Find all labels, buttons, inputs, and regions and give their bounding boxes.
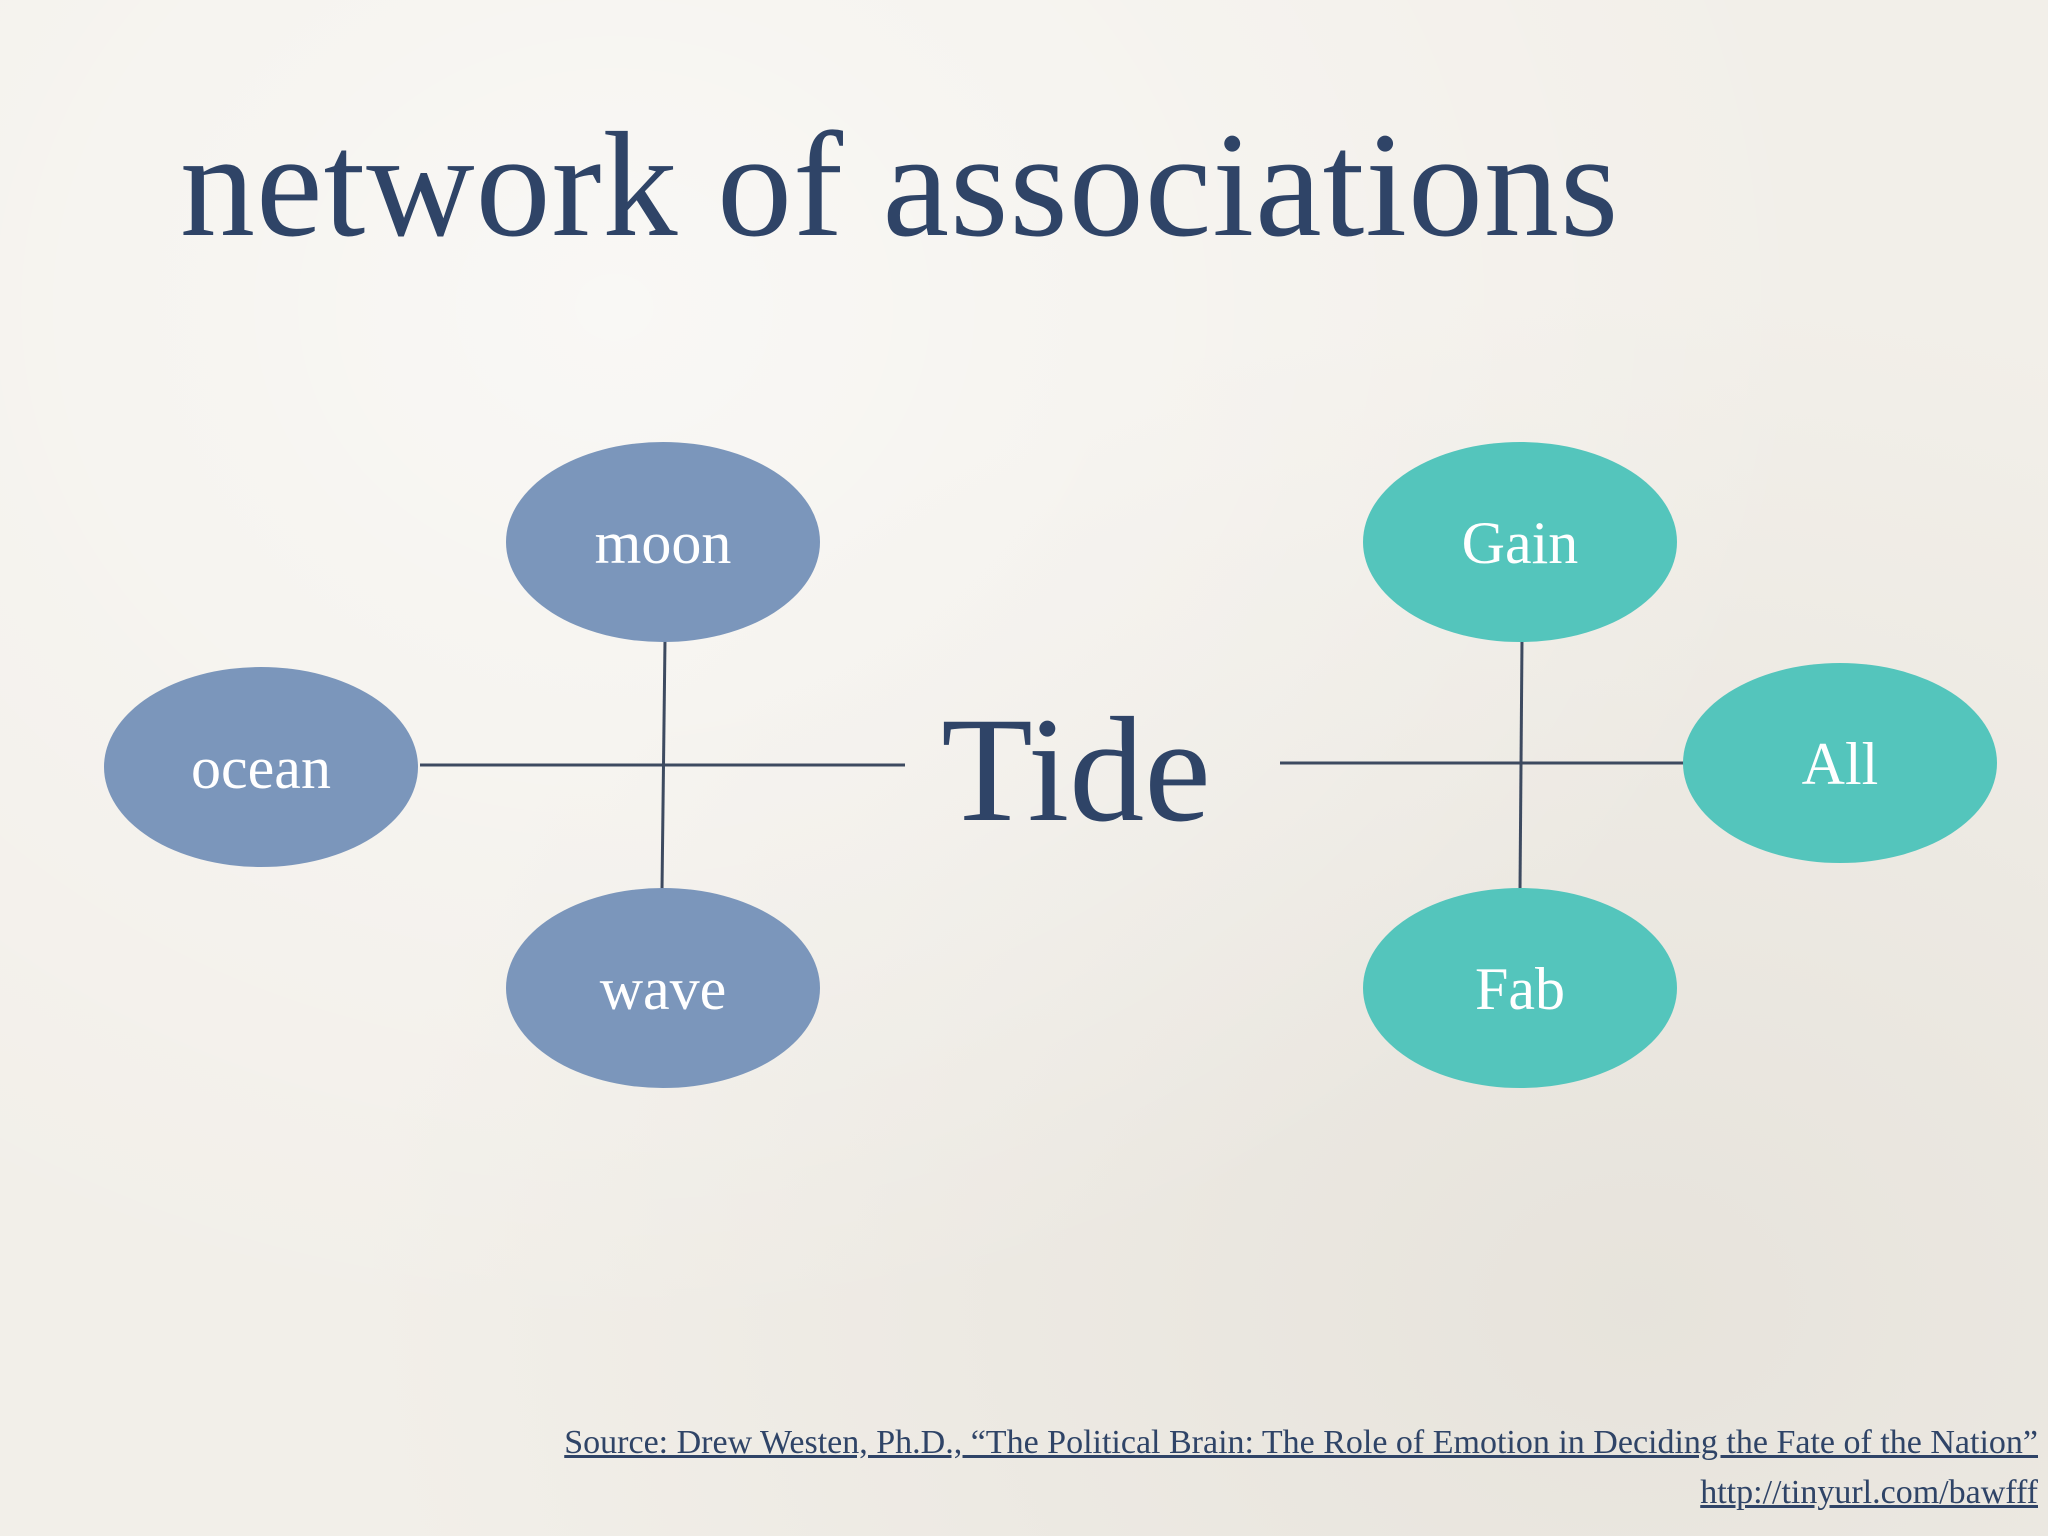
node-gain-label: Gain [1462,510,1579,576]
url-link[interactable]: http://tinyurl.com/bawfff [1700,1474,2038,1511]
node-ocean-label: ocean [191,735,331,801]
slide-title: network of associations [180,102,1620,268]
node-moon-label: moon [595,510,732,576]
node-all: All [1683,663,1997,863]
source-link[interactable]: Source: Drew Westen, Ph.D., “The Politic… [564,1424,2038,1461]
node-wave: wave [506,888,820,1088]
node-fab: Fab [1363,888,1677,1088]
node-ocean: ocean [104,667,418,867]
center-term: Tide [941,687,1211,853]
connector-gain-fab [1518,639,1524,891]
node-moon: moon [506,442,820,642]
source-citation: Source: Drew Westen, Ph.D., “The Politic… [564,1418,2038,1518]
node-fab-label: Fab [1475,956,1565,1022]
node-wave-label: wave [600,956,727,1022]
node-all-label: All [1802,731,1879,797]
node-gain: Gain [1363,442,1677,642]
connector-moon-wave [660,639,667,891]
